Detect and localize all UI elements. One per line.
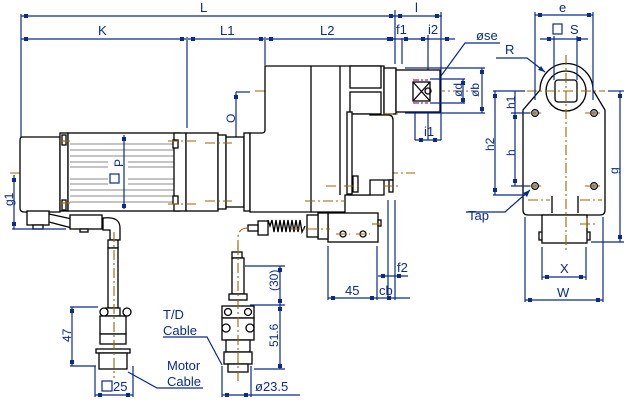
dimension-o23-5: ø23.5 [221,366,300,397]
label-P: P [112,159,126,167]
label-i1: i1 [424,124,434,139]
label-i2: i2 [428,22,438,37]
motor-body [19,132,251,213]
label-l: l [415,0,418,15]
label-g: g [607,167,621,174]
dimension-g1: g1 [2,175,66,230]
label-h: h [504,149,518,156]
label-f1: f1 [396,22,407,37]
td-cable-label-2: Cable [163,323,197,338]
label-K: K [98,23,107,38]
label-h2: h2 [483,137,497,151]
td-cable-connector [221,245,255,382]
label-ob: øb [468,83,482,97]
dimension-e: e [534,0,594,100]
label-X: X [560,261,569,276]
label-30: (30) [267,270,281,291]
tap-holes [526,109,603,190]
label-L: L [200,0,207,15]
callout-tap: Tap [466,189,531,223]
dimension-h2: h2 [483,91,525,196]
dimension-i2: i2 [420,22,455,41]
label-51-6: 51.6 [267,323,281,347]
square-symbol-icon [109,173,120,184]
label-cb: cb [379,283,393,298]
motor-cable-label-2: Cable [167,374,201,389]
dimension-h1: h1 [493,90,530,114]
motor-cable-label-1: Motor [167,358,201,373]
td-sensor-unit [237,212,385,265]
dimension-L1: L1 [188,23,264,41]
dimension-l: l [390,0,442,18]
dimension-f2: f2 [378,260,408,278]
label-45: 45 [345,283,359,298]
dimension-i1: i1 [414,113,441,142]
label-ose: øse [476,28,498,43]
dimension-W: W [524,217,604,302]
label-R: R [505,42,514,57]
dimension-ob: øb [405,67,485,114]
dimension-K: K [21,23,186,41]
dimension-cb: cb [379,200,396,300]
callout-R: R [496,42,546,73]
dimension-X: X [541,247,587,280]
label-o23-5: ø23.5 [255,379,288,394]
dimension-47: 47 [60,306,98,367]
dimension-L: L [21,0,395,18]
label-O: O [224,114,238,123]
label-L2: L2 [320,23,334,38]
dimension-51-6: 51.6 [254,305,285,370]
label-tap: Tap [468,208,489,223]
motor-dimension-P: P [109,135,126,209]
dimension-L2: L2 [266,23,395,41]
square-symbol-icon [101,380,113,392]
dimension-45: 45 [327,246,410,300]
label-h1: h1 [504,95,518,109]
callout-td-cable: T/D Cable [163,307,223,366]
callout-motor-cable: Motor Cable [127,358,203,389]
label-e: e [559,0,566,15]
label-S: S [570,22,579,37]
motor-connector-block [26,210,121,241]
label-W: W [557,285,570,300]
label-47: 47 [60,328,74,342]
label-f2: f2 [397,260,408,275]
dimension-od: ød [430,78,465,104]
square-symbol-icon [552,23,563,35]
dimension-h: h [504,113,530,187]
label-od: ød [451,83,465,97]
label-g1: g1 [2,192,16,206]
dimension-g: g [591,90,624,243]
dimension-S: S [540,22,588,80]
dimension-sq25: 25 [94,366,134,397]
actuator-housing [249,65,400,213]
label-sq25: 25 [113,379,127,394]
motor-cable-connector [95,232,132,378]
label-L1: L1 [220,23,234,38]
output-shaft [395,69,441,113]
dimension-30: (30) [245,265,285,306]
end-view [522,55,606,250]
td-cable-label-1: T/D [163,307,184,322]
